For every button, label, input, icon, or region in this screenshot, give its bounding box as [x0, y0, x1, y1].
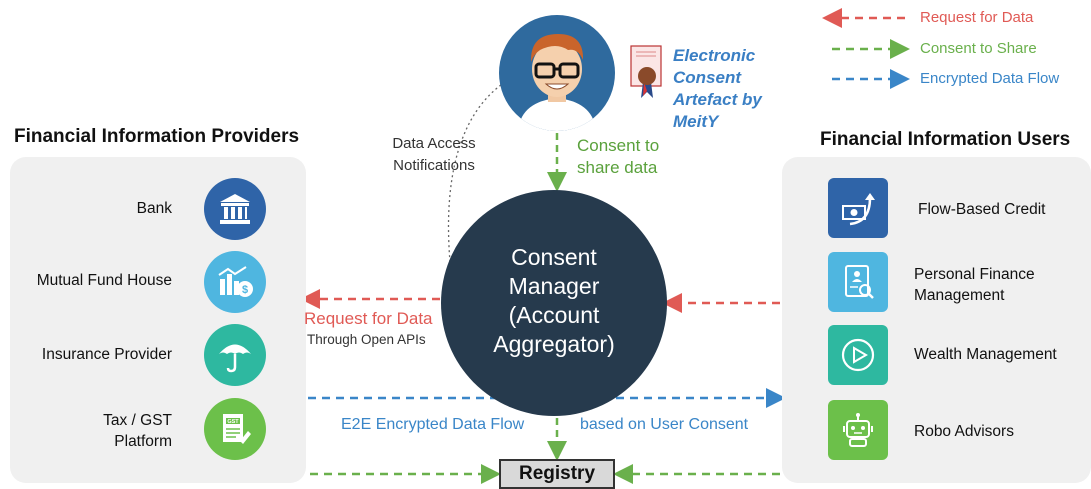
consent-to-share-label: Consent to share data — [577, 136, 660, 177]
based-on-consent-label: based on User Consent — [580, 416, 749, 433]
request-for-data-label: Request for Data — [304, 309, 433, 328]
user-flow-credit-label: Flow-Based Credit — [918, 201, 1046, 218]
through-open-apis-label: Through Open APIs — [307, 332, 426, 347]
user-avatar — [498, 14, 616, 132]
users-title: Financial Information Users — [820, 129, 1071, 150]
consent-manager-label: Consent Manager (Account Aggregator) — [493, 244, 615, 357]
e2e-encrypted-label: E2E Encrypted Data Flow — [341, 416, 525, 433]
play-icon — [828, 325, 888, 385]
provider-bank-label: Bank — [136, 200, 172, 217]
consent-artefact-document-icon — [629, 44, 665, 105]
providers-title: Financial Information Providers — [14, 126, 300, 147]
user-robo-advisors-label: Robo Advisors — [914, 423, 1014, 440]
svg-text:$: $ — [242, 284, 248, 296]
legend-request-label: Request for Data — [920, 9, 1034, 26]
legend-consent-label: Consent to Share — [920, 40, 1037, 57]
finance-report-icon — [828, 252, 888, 312]
gst-document-icon: GST — [204, 398, 266, 460]
svg-text:GST: GST — [227, 419, 239, 425]
artefact-label: Electronic Consent Artefact by MeitY — [673, 46, 762, 131]
money-growth-icon — [828, 178, 888, 238]
data-access-notifications-label: Data Access Notifications — [392, 135, 476, 174]
provider-insurance-label: Insurance Provider — [41, 346, 172, 363]
legend-encrypted-label: Encrypted Data Flow — [920, 70, 1060, 87]
consent-manager-circle — [441, 190, 667, 416]
provider-mutual-fund-label: Mutual Fund House — [36, 272, 172, 289]
user-wealth-management-label: Wealth Management — [914, 346, 1057, 363]
provider-tax-gst-label: Tax / GST Platform — [103, 412, 172, 450]
robot-icon — [828, 400, 888, 460]
umbrella-icon — [204, 324, 266, 386]
user-personal-finance-label: Personal Finance Management — [914, 266, 1035, 304]
bank-icon — [204, 178, 266, 240]
fund-chart-icon: $ — [204, 251, 266, 313]
registry-box: Registry — [499, 459, 615, 489]
